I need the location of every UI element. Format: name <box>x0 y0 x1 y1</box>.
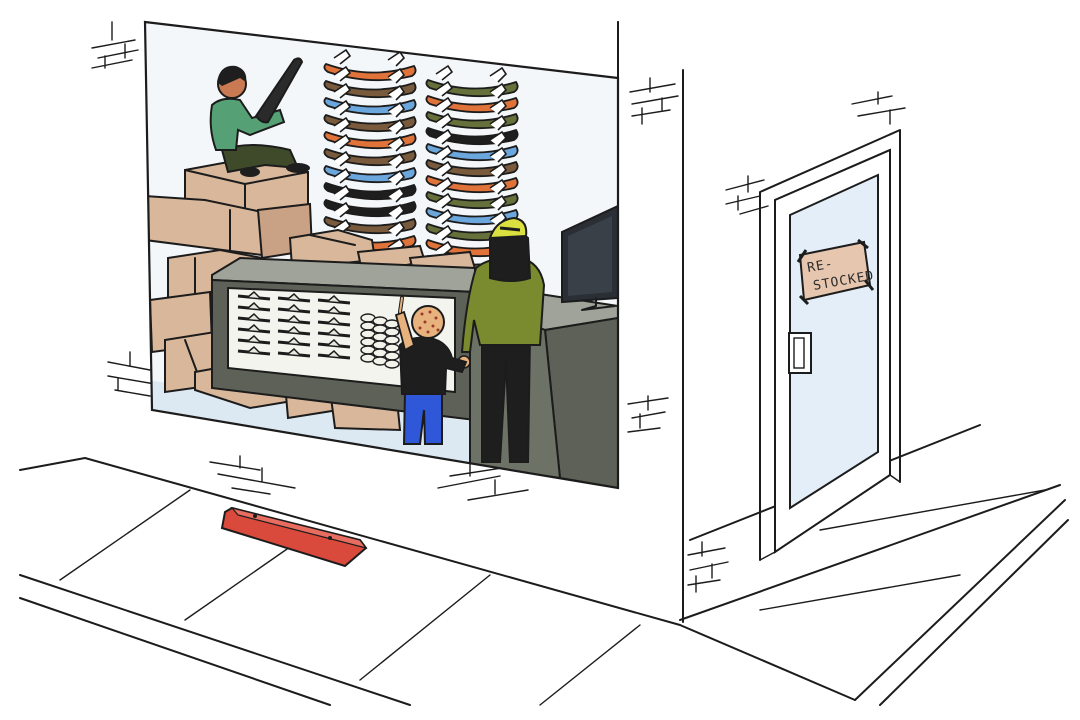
skateboard-truck <box>317 327 351 338</box>
skateboard-truck <box>277 336 311 347</box>
kid-holding-deck <box>209 57 310 177</box>
skateboard-truck <box>317 349 351 360</box>
sidewalk <box>19 424 1069 706</box>
skateboard-truck <box>277 303 311 314</box>
skateboard-wheel <box>384 335 400 345</box>
skateboard-wheel <box>384 359 400 369</box>
skateboard-truck <box>277 292 311 303</box>
restocked-sign: RE- STOCKED <box>796 238 876 306</box>
child-pointing <box>394 296 468 445</box>
brick-marks <box>91 21 906 593</box>
skateboard-wheel <box>384 327 400 337</box>
adult-customer <box>457 216 546 463</box>
trucks-display <box>237 290 351 360</box>
skateboard-truck <box>277 347 311 358</box>
computer-monitor <box>561 204 618 311</box>
sign-text-line1: RE- <box>806 257 835 276</box>
skateboard-truck <box>317 294 351 305</box>
display-case <box>211 256 476 422</box>
skateboard-truck <box>317 338 351 349</box>
shop-door[interactable]: RE- STOCKED <box>774 148 891 554</box>
skateboard-truck <box>237 312 271 323</box>
skateboard-wheel <box>384 343 400 353</box>
shop-window <box>143 20 620 490</box>
skateboard-truck <box>277 325 311 336</box>
wheels-display <box>360 313 400 369</box>
skateboard-truck <box>237 301 271 312</box>
skateboard-truck <box>317 305 351 316</box>
skateboard-truck <box>237 290 271 301</box>
skateboard-truck <box>237 323 271 334</box>
skateboard-truck <box>317 316 351 327</box>
skateboard-truck <box>237 345 271 356</box>
skateboard-truck <box>277 314 311 325</box>
skateboard-wheel <box>384 351 400 361</box>
skateboard-truck <box>237 334 271 345</box>
parking-curb <box>220 506 368 568</box>
door-handle[interactable] <box>788 332 812 374</box>
held-skateboard <box>254 57 304 124</box>
